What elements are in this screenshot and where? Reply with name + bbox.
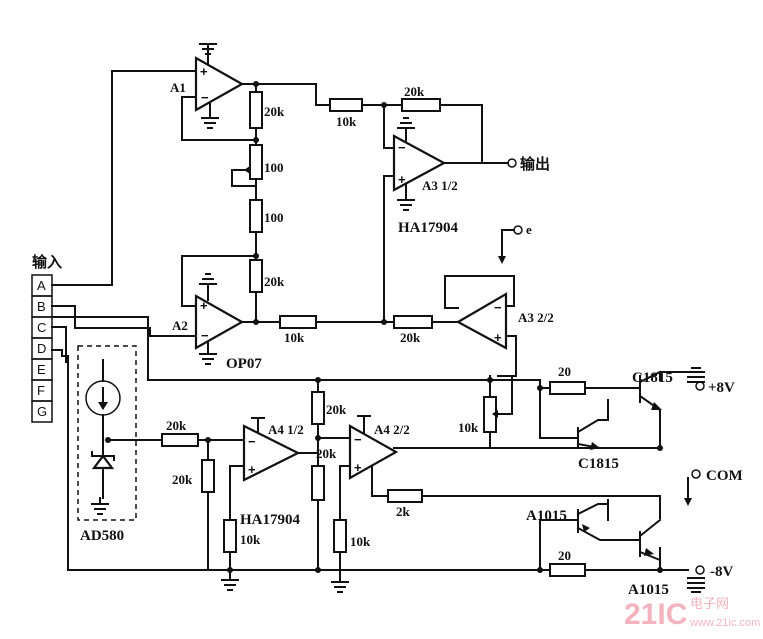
ha17904-top-label: HA17904	[398, 220, 459, 236]
op-amp-a3-2: − + A3 2/2 e	[455, 222, 554, 350]
a2-label: A2	[172, 318, 188, 333]
r-10k-a2out-label: 10k	[284, 330, 305, 345]
svg-text:+: +	[494, 330, 502, 345]
transistor-a1015-left: A1015	[526, 503, 641, 541]
r-20k-ref-label: 20k	[166, 418, 187, 433]
svg-text:+: +	[398, 172, 406, 187]
wires	[51, 70, 689, 577]
site-watermark-logo: 21IC 电子网 www.21ic.com	[624, 596, 760, 631]
r-10k-a42-label: 10k	[350, 534, 371, 549]
a1015-top-label: A1015	[526, 508, 567, 524]
input-connector: 输入 A B C D E F G	[31, 253, 62, 423]
transistor-a1015-right: A1015 -8V	[628, 518, 733, 598]
pin-f-label: F	[37, 383, 45, 398]
pin-c-label: C	[37, 320, 46, 335]
op-amp-a4-1: − + A4 1/2 HA17904	[240, 417, 304, 528]
svg-text:+: +	[248, 462, 256, 477]
r-100-label: 100	[264, 210, 284, 225]
ad580-reference: AD580	[77, 345, 137, 544]
a3-2-label: A3 2/2	[518, 310, 554, 325]
pin-d-label: D	[37, 341, 46, 356]
r-20k-a2-label: 20k	[264, 274, 285, 289]
c1815-left-label: C1815	[578, 456, 619, 472]
svg-text:+: +	[200, 64, 208, 79]
r-20k-a1-label: 20k	[264, 104, 285, 119]
a1015-bottom-label: A1015	[628, 582, 669, 598]
svg-text:−: −	[398, 140, 406, 155]
a1-label: A1	[170, 80, 186, 95]
r-20k-div-label: 20k	[172, 472, 193, 487]
svg-text:+: +	[354, 460, 362, 475]
r-20k-a4in-label: 20k	[316, 446, 337, 461]
r-10k-a4-label: 10k	[240, 532, 261, 547]
r-20-top-label: 20	[558, 364, 571, 379]
a3-1-label: A3 1/2	[422, 178, 458, 193]
watermark-logo: 21IC	[624, 598, 687, 631]
watermark-cn: 电子网	[690, 596, 729, 611]
resistors: 20k 100 100 20k 10k 20k 10k 20k 20 10k 2…	[161, 84, 586, 577]
ad580-label: AD580	[80, 528, 124, 544]
r-20-bottom-label: 20	[558, 548, 571, 563]
com-label: COM	[706, 468, 743, 484]
output-label: 输出	[520, 155, 550, 173]
r-20k-fb-label: 20k	[404, 84, 425, 99]
a4-1-label: A4 1/2	[268, 422, 304, 437]
svg-text:−: −	[248, 434, 256, 449]
transistor-c1815-left: C1815	[576, 419, 619, 472]
watermark-url: www.21ic.com	[689, 617, 760, 629]
svg-text:−: −	[354, 432, 362, 447]
op-amp-a4-2: − + A4 2/2	[348, 415, 410, 480]
svg-text:+: +	[200, 298, 208, 313]
plus8v-label: +8V	[708, 380, 735, 396]
op-amp-a2: + − A2 OP07	[172, 273, 262, 372]
r-10k-top-label: 10k	[336, 114, 357, 129]
r-20k-a3in-label: 20k	[400, 330, 421, 345]
input-label: 输入	[32, 253, 62, 271]
svg-text:−: −	[201, 328, 209, 343]
r-2k-label: 2k	[396, 504, 411, 519]
op07-label: OP07	[226, 356, 262, 372]
svg-text:−: −	[201, 90, 209, 105]
pot-10k-label: 10k	[458, 420, 479, 435]
pin-e-label: E	[37, 362, 46, 377]
c1815-right-label: C1815	[632, 370, 673, 386]
pin-a-label: A	[37, 278, 46, 293]
e-terminal-label: e	[526, 222, 532, 237]
minus8v-label: -8V	[710, 564, 733, 580]
op-amp-a1: + − A1	[170, 43, 245, 129]
r-20k-a4fb-label: 20k	[326, 402, 347, 417]
com-terminal: COM	[684, 468, 743, 506]
a4-2-label: A4 2/2	[374, 422, 410, 437]
ha17904-bottom-label: HA17904	[240, 512, 301, 528]
pin-b-label: B	[37, 299, 46, 314]
svg-text:−: −	[494, 300, 502, 315]
transistor-c1815-right: C1815 +8V	[632, 367, 735, 419]
ground-symbols	[91, 497, 349, 593]
pin-g-label: G	[37, 404, 47, 419]
op-amp-a3-1: − + A3 1/2 HA17904 输出	[392, 117, 550, 236]
junction-dots	[105, 81, 663, 573]
r-100-trim-label: 100	[264, 160, 284, 175]
